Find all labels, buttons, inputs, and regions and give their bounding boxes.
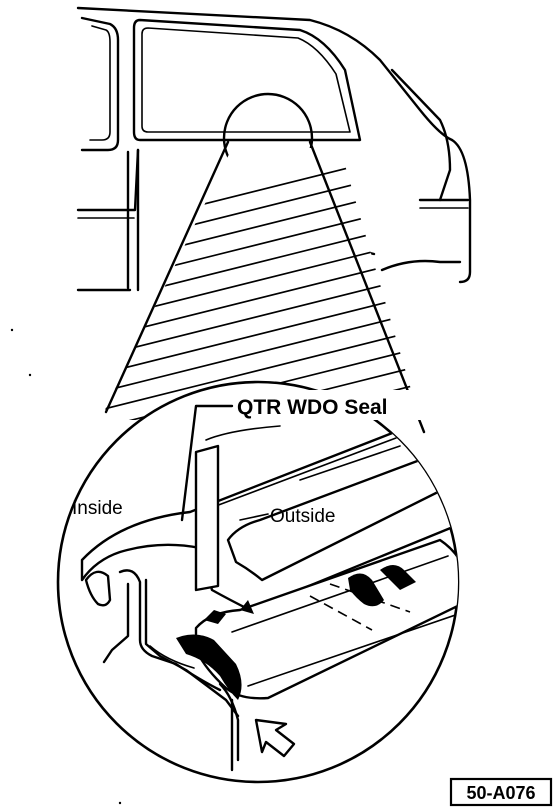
hollow-arrow-icon — [254, 718, 296, 758]
vehicle-body — [10, 6, 472, 805]
detail-view — [56, 380, 460, 784]
figure-id: 50-A076 — [466, 783, 535, 803]
seal-leader-line — [180, 404, 234, 522]
seal-label: QTR WDO Seal — [237, 396, 388, 419]
outside-leader-line — [239, 513, 269, 521]
figure-id-tag: 50-A076 — [449, 777, 553, 807]
inside-label: Inside — [72, 498, 123, 519]
outside-label: Outside — [270, 506, 335, 527]
seal-label-backdrop — [234, 390, 424, 420]
